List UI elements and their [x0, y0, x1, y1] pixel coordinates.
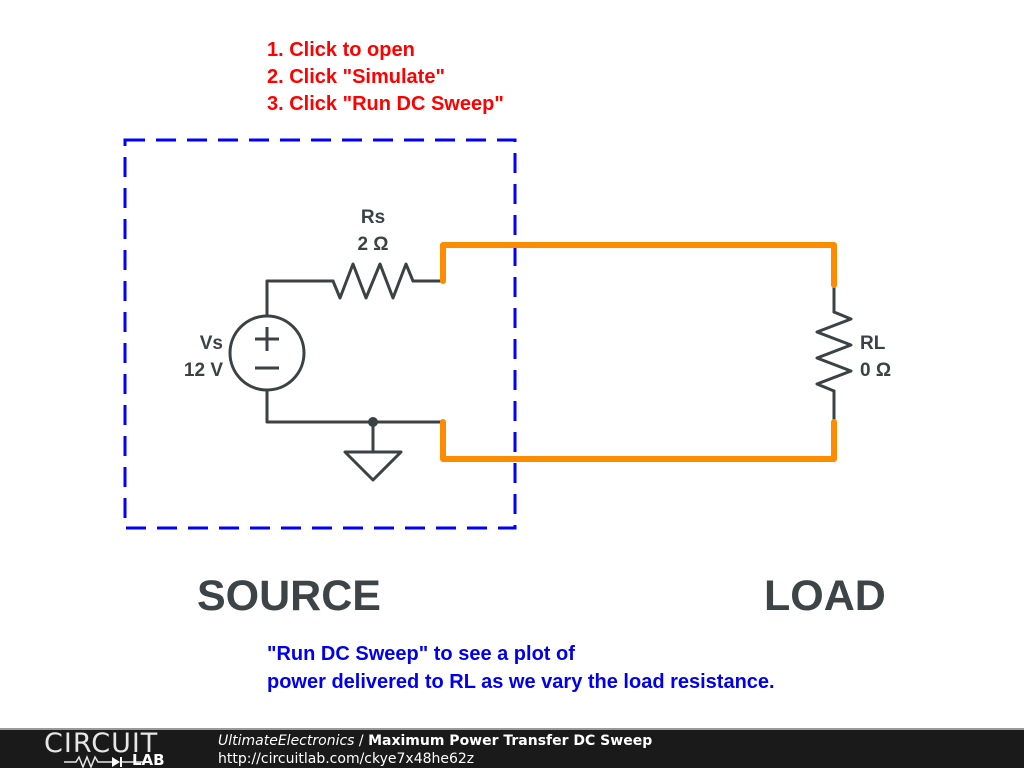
rs-value-label: 2 Ω — [357, 234, 388, 255]
logo-text-lab: LAB — [132, 751, 165, 769]
footer-bar: CIRCUIT LAB UltimateElectronics / Maximu… — [0, 728, 1024, 768]
ground-icon — [343, 450, 403, 482]
logo-text-circuit: CIRCUIT — [44, 728, 159, 759]
footer-url[interactable]: http://circuitlab.com/ckye7x48he62z — [218, 751, 475, 767]
ground-junction-dot — [368, 417, 378, 427]
rl-value-label: 0 Ω — [860, 360, 891, 381]
footer-author[interactable]: UltimateElectronics — [218, 733, 355, 749]
footer-circuit-title[interactable]: Maximum Power Transfer DC Sweep — [368, 733, 653, 749]
rl-name-label: RL — [860, 333, 886, 354]
source-wires — [265, 279, 445, 454]
rs-name-label: Rs — [361, 207, 385, 228]
sweep-note-line-1: "Run DC Sweep" to see a plot of — [267, 643, 575, 665]
sweep-note-line-2: power delivered to RL as we vary the loa… — [267, 671, 775, 693]
source-boundary-box — [123, 138, 517, 530]
resistor-rs-symbol[interactable] — [331, 262, 415, 300]
sweep-note: "Run DC Sweep" to see a plot of power de… — [267, 640, 775, 696]
vs-value-label: 12 V — [184, 360, 223, 381]
instruction-step-2: 2. Click "Simulate" — [267, 66, 445, 88]
circuit-schematic[interactable]: Rs 2 Ω Vs 12 V RL 0 Ω — [0, 0, 1024, 728]
load-wires — [440, 242, 837, 462]
instruction-step-3: 3. Click "Run DC Sweep" — [267, 93, 504, 115]
footer-separator: / — [354, 733, 369, 749]
voltage-source-vs-symbol[interactable] — [228, 314, 306, 392]
logo-circuit-symbol-icon — [64, 754, 150, 768]
source-heading: SOURCE — [197, 572, 381, 620]
circuitlab-logo[interactable]: CIRCUIT LAB — [44, 730, 174, 770]
load-heading: LOAD — [764, 572, 886, 620]
instructions: 1. Click to open 2. Click "Simulate" 3. … — [267, 37, 504, 118]
footer-text: UltimateElectronics / Maximum Power Tran… — [218, 732, 652, 768]
instruction-step-1: 1. Click to open — [267, 39, 415, 61]
vs-name-label: Vs — [200, 333, 223, 354]
resistor-rl-symbol[interactable] — [815, 283, 853, 424]
